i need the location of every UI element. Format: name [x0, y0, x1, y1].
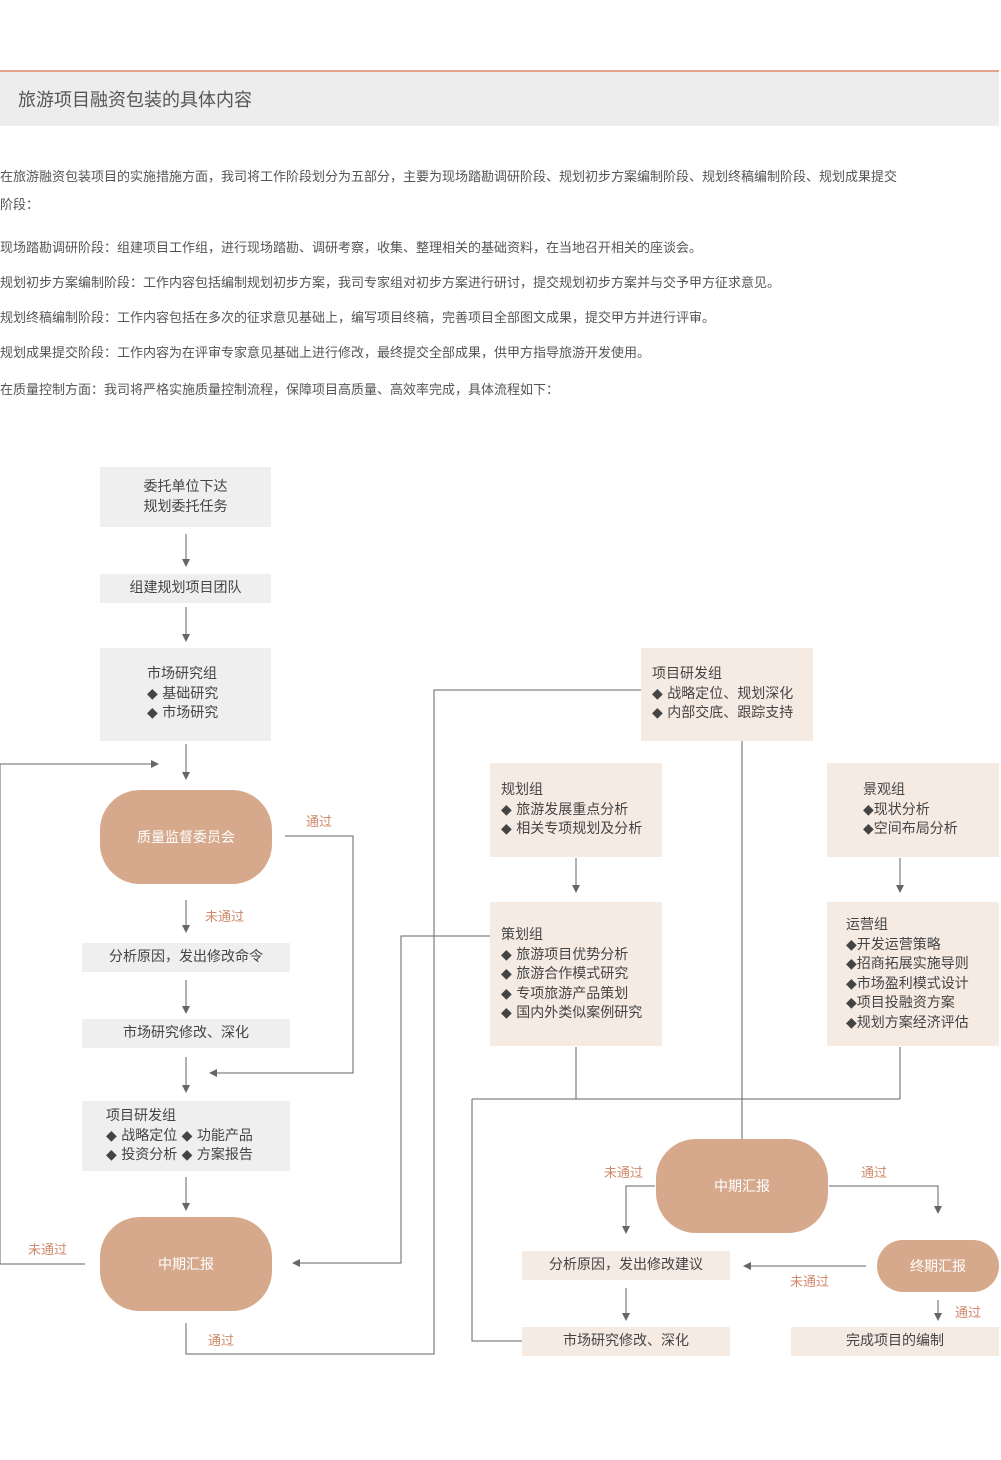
commission-line1: 委托单位下达 — [143, 479, 228, 495]
final-report-pill: 终期汇报 — [877, 1240, 999, 1292]
strategy-group-item3: ◆ 专项旅游产品策划 — [501, 985, 629, 1002]
operation-group-box: 运营组 ◆开发运营策略 ◆招商拓展实施导则 ◆市场盈利模式设计 ◆项目投融资方案… — [827, 902, 999, 1046]
midterm-right-pill: 中期汇报 — [656, 1139, 828, 1233]
label-pass-midterm-left: 通过 — [208, 1334, 235, 1349]
operation-group-item3: ◆市场盈利模式设计 — [846, 975, 969, 992]
intro-quality: 在质量控制方面：我司将严格实施质量控制流程，保障项目高质量、高效率完成，具体流程… — [0, 383, 560, 398]
operation-group-title: 运营组 — [846, 917, 888, 933]
market-group-title: 市场研究组 — [147, 666, 217, 682]
analyze-suggest-box: 分析原因，发出修改建议 — [522, 1251, 730, 1280]
planning-group-item2: ◆ 相关专项规划及分析 — [501, 821, 643, 837]
quality-committee-pill: 质量监督委员会 — [100, 790, 272, 884]
rd-group-left-row2: ◆ 投资分析 ◆ 方案报告 — [106, 1147, 253, 1163]
landscape-group-item2: ◆空间布局分析 — [863, 821, 958, 837]
landscape-group-item1: ◆现状分析 — [863, 801, 930, 818]
intro-para1: 在旅游融资包装项目的实施措施方面，我司将工作阶段划分为五部分，主要为现场踏勘调研… — [0, 164, 1001, 220]
title-bar: 旅游项目融资包装的具体内容 — [0, 72, 999, 126]
market-revise-right-box: 市场研究修改、深化 — [522, 1327, 730, 1356]
intro-para1-line2: 阶段： — [0, 198, 40, 213]
page-title: 旅游项目融资包装的具体内容 — [18, 90, 252, 111]
planning-group-box: 规划组 ◆ 旅游发展重点分析 ◆ 相关专项规划及分析 — [490, 763, 662, 857]
rd-group-right-title: 项目研发组 — [652, 666, 722, 682]
intro-para1-line1: 在旅游融资包装项目的实施措施方面，我司将工作阶段划分为五部分，主要为现场踏勘调研… — [0, 170, 898, 185]
rd-group-left-row1: ◆ 战略定位 ◆ 功能产品 — [106, 1127, 253, 1144]
rd-group-right-item1: ◆ 战略定位、规划深化 — [652, 685, 794, 702]
label-pass-final: 通过 — [955, 1306, 982, 1321]
intro-stage1: 现场踏勘调研阶段：组建项目工作组，进行现场踏勘、调研考察，收集、整理相关的基础资… — [0, 241, 703, 256]
market-revise-left-box: 市场研究修改、深化 — [82, 1019, 290, 1048]
operation-group-item2: ◆招商拓展实施导则 — [846, 956, 969, 972]
label-pass-committee: 通过 — [306, 815, 333, 830]
landscape-group-box: 景观组 ◆现状分析 ◆空间布局分析 — [827, 763, 999, 857]
operation-group-item5: ◆规划方案经济评估 — [846, 1014, 969, 1031]
label-pass-midterm-right: 通过 — [861, 1166, 888, 1181]
planning-group-item1: ◆ 旅游发展重点分析 — [501, 801, 629, 818]
landscape-group-title: 景观组 — [863, 782, 905, 798]
market-group-box: 市场研究组 ◆ 基础研究 ◆ 市场研究 — [100, 648, 271, 741]
team-box: 组建规划项目团队 — [100, 574, 271, 603]
intro-stage2: 规划初步方案编制阶段：工作内容包括编制规划初步方案，我司专家组对初步方案进行研讨… — [0, 276, 781, 291]
complete-box: 完成项目的编制 — [791, 1327, 999, 1356]
label-fail-final: 未通过 — [790, 1275, 830, 1290]
strategy-group-item4: ◆ 国内外类似案例研究 — [501, 1005, 643, 1021]
market-group-item1: ◆ 基础研究 — [147, 685, 219, 702]
analyze-command-box: 分析原因，发出修改命令 — [82, 943, 290, 972]
commission-line2: 规划委托任务 — [143, 498, 228, 515]
label-fail-committee: 未通过 — [205, 910, 245, 925]
strategy-group-title: 策划组 — [501, 927, 543, 943]
operation-group-item4: ◆项目投融资方案 — [846, 995, 955, 1011]
midterm-left-pill: 中期汇报 — [100, 1217, 272, 1311]
header-accent-line — [0, 70, 999, 72]
rd-group-right-box: 项目研发组 ◆ 战略定位、规划深化 ◆ 内部交底、跟踪支持 — [641, 648, 813, 741]
operation-group-item1: ◆开发运营策略 — [846, 936, 941, 953]
strategy-group-item2: ◆ 旅游合作模式研究 — [501, 966, 629, 982]
strategy-group-item1: ◆ 旅游项目优势分析 — [501, 946, 629, 963]
rd-group-left-title: 项目研发组 — [106, 1108, 176, 1124]
intro-stage4: 规划成果提交阶段：工作内容为在评审专家意见基础上进行修改，最终提交全部成果，供甲… — [0, 346, 651, 361]
market-group-item2: ◆ 市场研究 — [147, 705, 219, 721]
label-fail-midterm-left: 未通过 — [28, 1243, 68, 1258]
rd-group-right-item2: ◆ 内部交底、跟踪支持 — [652, 705, 794, 721]
intro-stage3: 规划终稿编制阶段：工作内容包括在多次的征求意见基础上，编写项目终稿，完善项目全部… — [0, 311, 716, 326]
label-fail-midterm-right: 未通过 — [604, 1166, 644, 1181]
rd-group-left-box: 项目研发组 ◆ 战略定位 ◆ 功能产品 ◆ 投资分析 ◆ 方案报告 — [82, 1101, 290, 1171]
commission-box: 委托单位下达 规划委托任务 — [100, 467, 271, 527]
planning-group-title: 规划组 — [501, 782, 543, 798]
strategy-group-box: 策划组 ◆ 旅游项目优势分析 ◆ 旅游合作模式研究 ◆ 专项旅游产品策划 ◆ 国… — [490, 902, 662, 1046]
